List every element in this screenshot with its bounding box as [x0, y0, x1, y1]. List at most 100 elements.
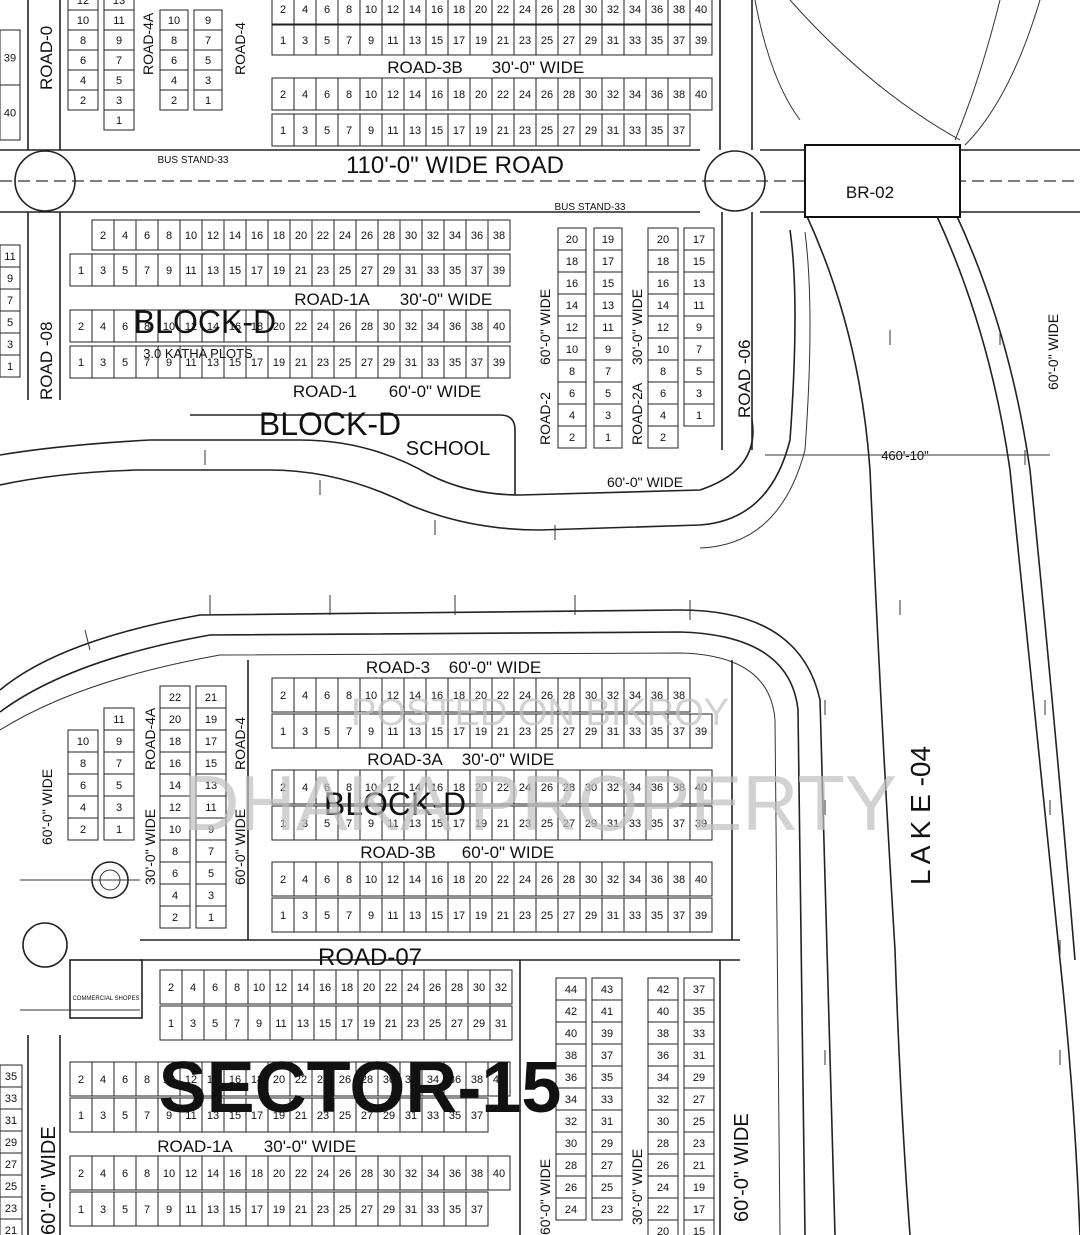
plot-cell: 6	[315, 0, 339, 25]
svg-text:11: 11	[4, 251, 15, 263]
svg-text:21: 21	[497, 910, 509, 922]
plot-cell: 31	[601, 24, 625, 56]
plot-cell: 1	[193, 89, 223, 111]
svg-text:5: 5	[122, 1110, 128, 1122]
svg-text:32: 32	[657, 1094, 669, 1106]
svg-text:11: 11	[693, 300, 704, 312]
svg-text:20: 20	[657, 234, 669, 246]
plot-cell: 5	[195, 861, 227, 885]
plot-cell: 29	[377, 1191, 401, 1227]
svg-text:31: 31	[405, 357, 417, 369]
svg-text:3: 3	[302, 910, 308, 922]
plot-cell: 3	[103, 89, 135, 111]
plot-cell: 21	[289, 345, 313, 379]
svg-text:29: 29	[473, 1018, 485, 1030]
plot-cell: 3	[0, 332, 21, 356]
svg-text:29: 29	[585, 910, 597, 922]
plot-cell: 30	[579, 861, 603, 897]
svg-text:8: 8	[346, 4, 352, 16]
svg-text:23: 23	[519, 726, 531, 738]
svg-text:31: 31	[693, 1050, 705, 1062]
svg-text:23: 23	[519, 910, 531, 922]
plot-cell: 22	[491, 861, 515, 897]
svg-text:6: 6	[80, 55, 86, 67]
svg-text:33: 33	[629, 125, 641, 137]
svg-text:1: 1	[78, 1110, 84, 1122]
svg-text:17: 17	[453, 910, 465, 922]
svg-text:24: 24	[407, 982, 419, 994]
svg-text:22: 22	[295, 321, 307, 333]
plot-cell: 19	[357, 1005, 381, 1041]
plot-cell: 14	[201, 1155, 225, 1191]
sector-15-title: SECTOR-15	[159, 1048, 562, 1128]
svg-text:32: 32	[427, 230, 439, 242]
plot-cell: 23	[591, 1197, 623, 1221]
svg-text:35: 35	[693, 1006, 705, 1018]
svg-text:22: 22	[385, 982, 397, 994]
svg-text:16: 16	[431, 89, 443, 101]
svg-text:19: 19	[602, 234, 614, 246]
svg-text:11: 11	[185, 1110, 196, 1122]
plot-cell: 27	[591, 1153, 623, 1177]
svg-text:19: 19	[475, 35, 487, 47]
svg-text:8: 8	[660, 366, 666, 378]
plot-cell: 5	[113, 1191, 137, 1227]
plot-cell: 8	[337, 77, 361, 111]
svg-text:15: 15	[431, 726, 443, 738]
svg-text:31: 31	[405, 1110, 417, 1122]
svg-text:12: 12	[275, 982, 287, 994]
svg-text:17: 17	[205, 736, 217, 748]
svg-text:20: 20	[273, 1074, 285, 1086]
svg-text:23: 23	[317, 357, 329, 369]
svg-text:10: 10	[566, 344, 578, 356]
svg-text:15: 15	[693, 256, 705, 268]
plot-cell: 37	[465, 345, 489, 379]
plot-cell: 4	[67, 69, 99, 91]
svg-text:10: 10	[365, 690, 377, 702]
svg-text:12: 12	[387, 690, 399, 702]
svg-text:8: 8	[144, 1074, 150, 1086]
svg-text:32: 32	[607, 4, 619, 16]
plot-cell: 27	[355, 345, 379, 379]
svg-text:2: 2	[280, 782, 286, 794]
plot-cell: 15	[425, 24, 449, 56]
plot-cell: 29	[0, 1130, 23, 1154]
svg-text:5: 5	[7, 317, 13, 329]
svg-text:34: 34	[629, 874, 641, 886]
map-labels: 110'-0" WIDE ROAD ROAD-3B 30'-0" WIDE RO…	[37, 12, 1061, 1235]
plot-cell: 22	[491, 77, 515, 111]
plot-cell: 7	[103, 751, 135, 775]
svg-text:12: 12	[169, 802, 181, 814]
svg-text:22: 22	[497, 89, 509, 101]
svg-text:19: 19	[475, 726, 487, 738]
svg-text:6: 6	[122, 1168, 128, 1180]
svg-text:11: 11	[387, 910, 398, 922]
plot-cell: 16	[425, 77, 449, 111]
svg-text:21: 21	[497, 125, 509, 137]
plot-cell: 37	[465, 1191, 489, 1227]
svg-text:18: 18	[251, 1168, 263, 1180]
svg-text:3: 3	[116, 95, 122, 107]
svg-text:4: 4	[172, 890, 178, 902]
svg-text:21: 21	[385, 1018, 397, 1030]
plot-cell: 36	[555, 1065, 587, 1089]
svg-text:14: 14	[207, 1168, 219, 1180]
plot-cell: 19	[469, 805, 493, 841]
svg-text:4: 4	[171, 75, 177, 87]
plot-cell: 19	[469, 24, 493, 56]
plot-cell: 21	[289, 1097, 313, 1133]
plot-cell: 25	[535, 24, 559, 56]
svg-text:14: 14	[409, 782, 421, 794]
svg-text:37: 37	[673, 818, 685, 830]
plot-cell: 33	[623, 113, 647, 147]
plot-cell: 19	[469, 113, 493, 147]
plot-cell: 22	[379, 969, 403, 1005]
svg-text:23: 23	[317, 1204, 329, 1216]
plot-cell: 14	[201, 309, 225, 343]
svg-text:16: 16	[431, 782, 443, 794]
plot-cell: 20	[557, 227, 587, 251]
svg-text:37: 37	[673, 910, 685, 922]
block-d-title-2: BLOCK-D	[259, 406, 401, 442]
svg-text:5: 5	[122, 265, 128, 277]
